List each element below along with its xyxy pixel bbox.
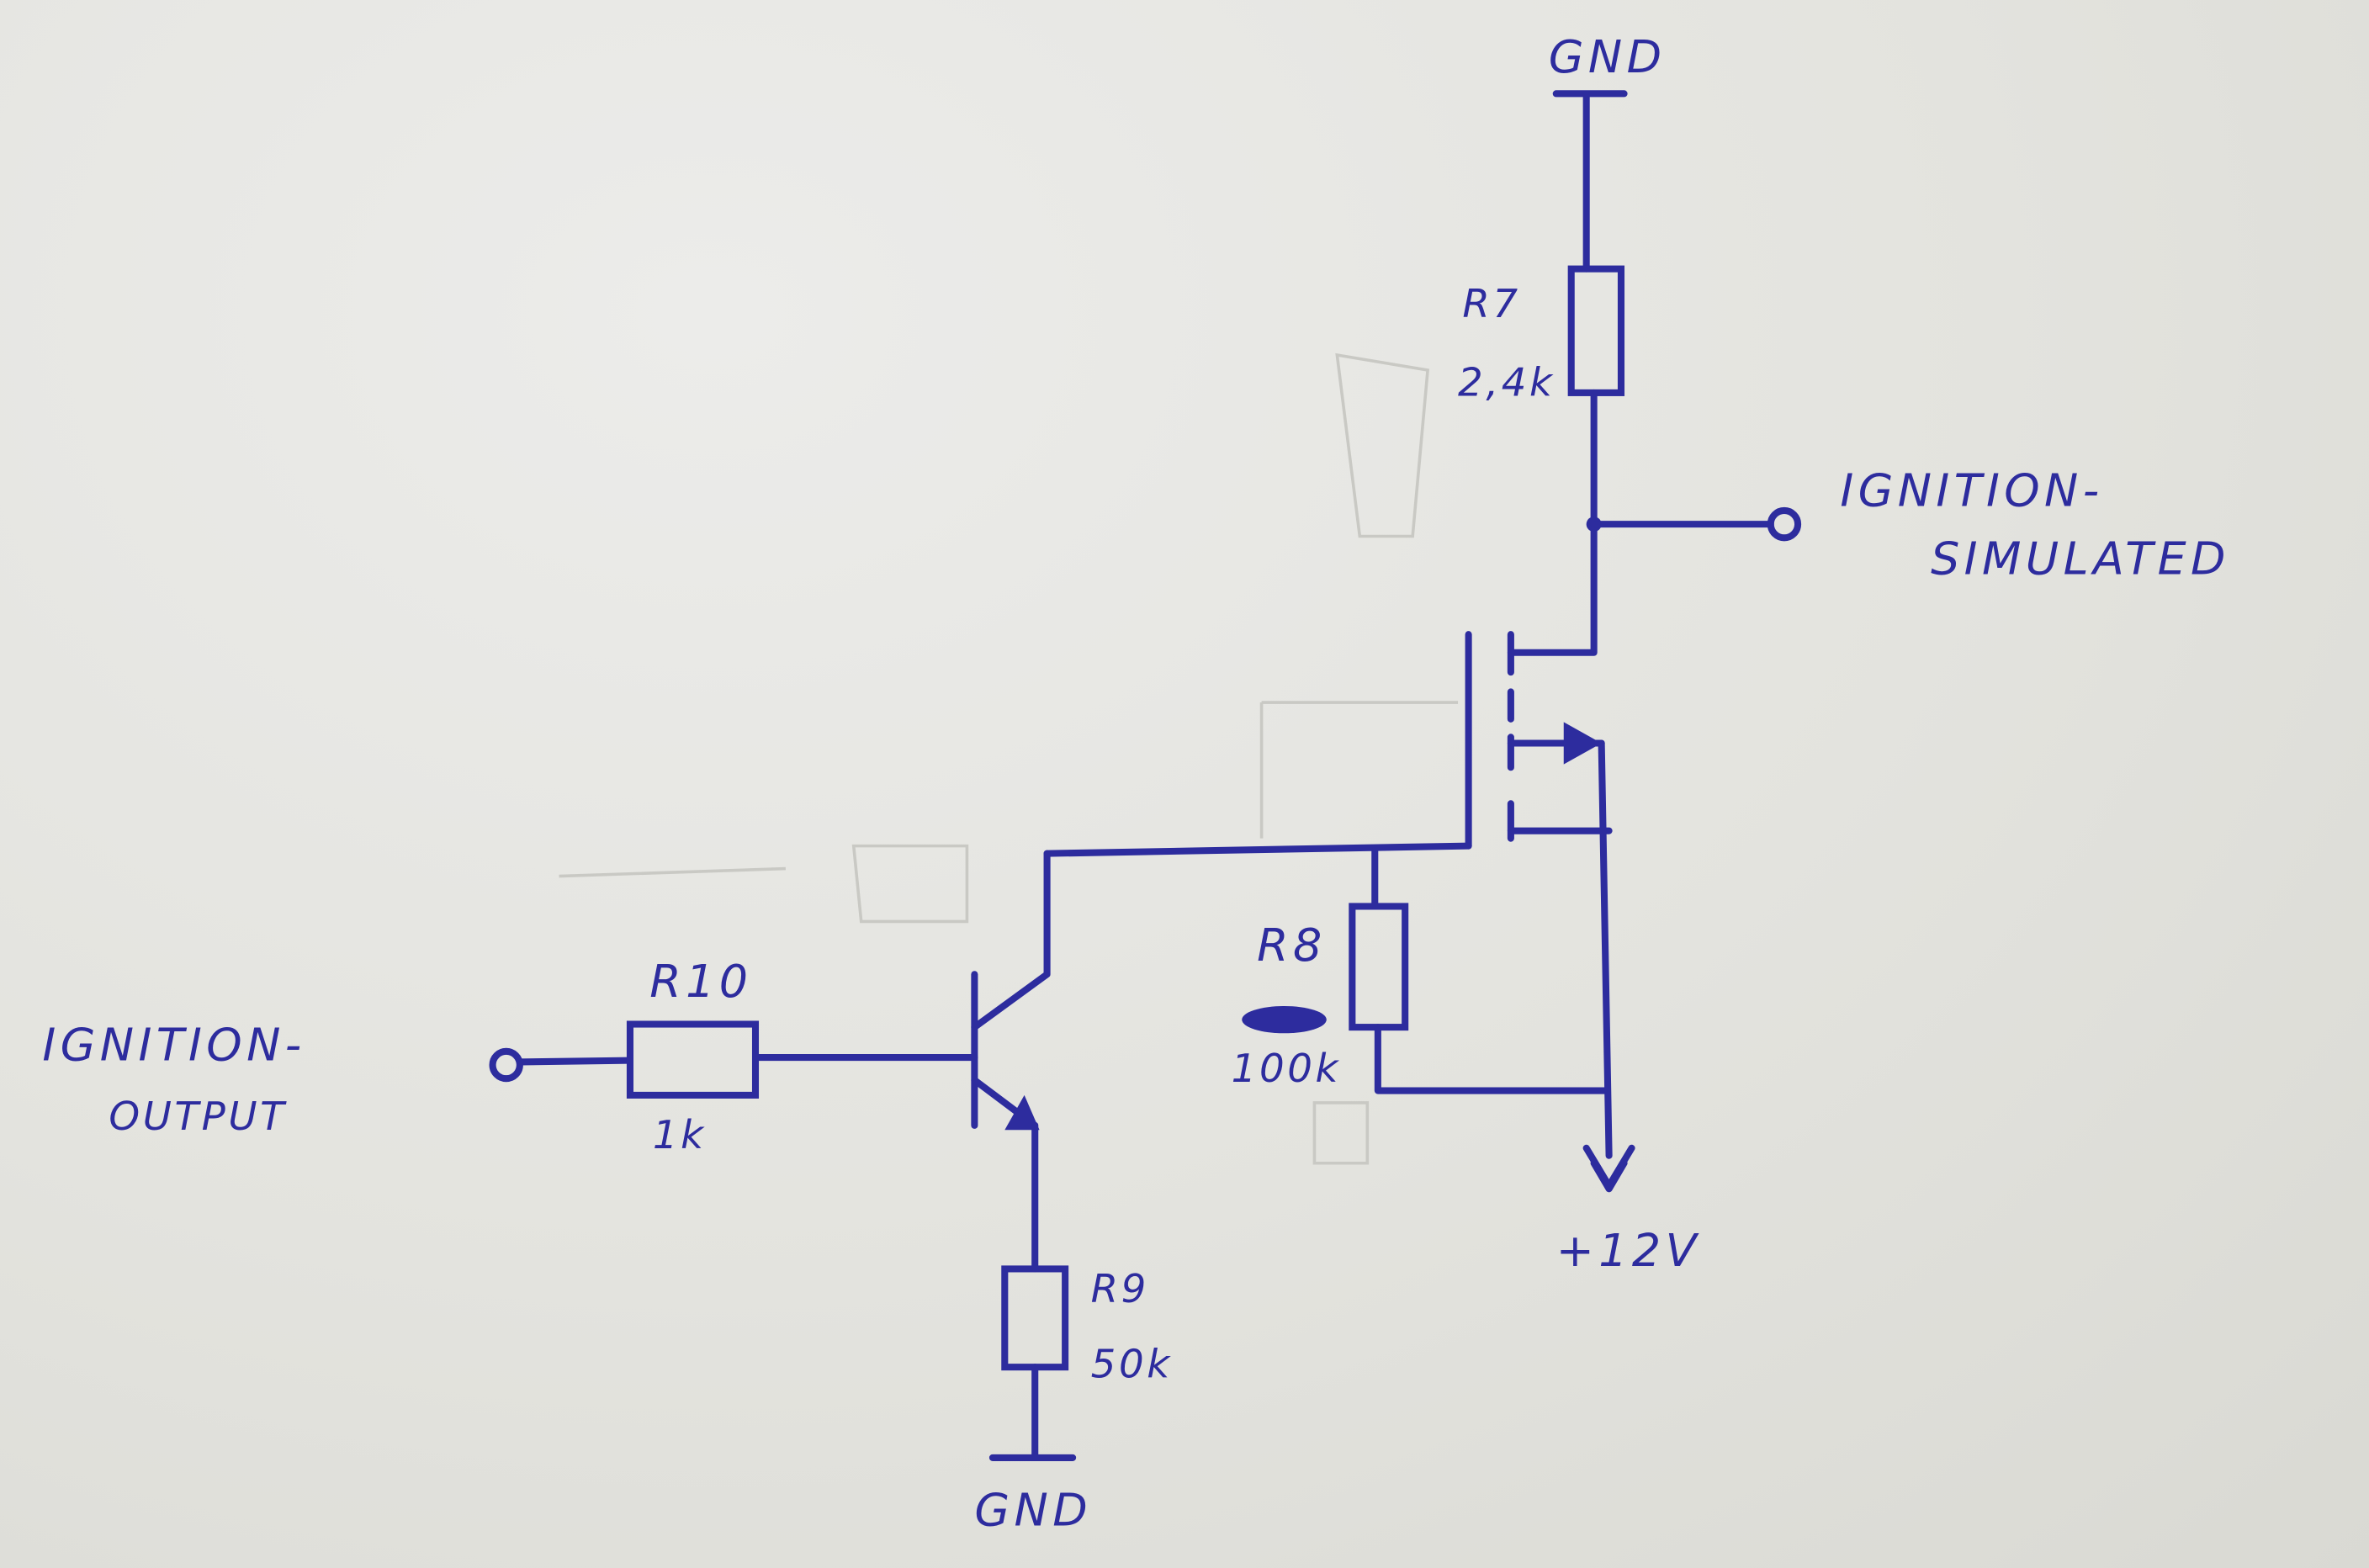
resistor-r9 — [1001, 1265, 1069, 1371]
r10-value: 1k — [653, 1113, 707, 1158]
r8-name: R8 — [1257, 919, 1326, 972]
source-wire — [1598, 739, 1613, 1159]
gnd-bottom-label: GND — [974, 1484, 1092, 1537]
mosfet-arrow-icon — [1563, 722, 1602, 765]
r9-name: R9 — [1091, 1267, 1149, 1312]
gnd-top-symbol — [1552, 90, 1628, 273]
mosfet — [1465, 631, 1613, 850]
supply-label: +12V — [1556, 1224, 1701, 1277]
input-terminal — [489, 1047, 523, 1083]
r7-name: R7 — [1462, 282, 1520, 327]
resistor-r8 — [1349, 903, 1409, 1031]
gnd-top-label: GND — [1549, 30, 1667, 83]
gate-wire — [1043, 842, 1472, 857]
supply-arrow-icon — [1582, 1144, 1635, 1193]
crossed-out-value — [1242, 1005, 1327, 1034]
input-label-line2: OUTPUT — [109, 1094, 287, 1140]
gnd-bottom-symbol — [988, 1364, 1077, 1461]
output-terminal — [1767, 506, 1802, 542]
r10-name: R10 — [649, 955, 752, 1008]
resistor-r7 — [1567, 265, 1625, 396]
drain-wire — [1507, 389, 1598, 656]
emitter-arrow-icon — [1004, 1094, 1040, 1131]
input-label-line1: IGNITION- — [42, 1019, 305, 1072]
npn-transistor — [971, 850, 1051, 1273]
r8-value: 100k — [1232, 1046, 1341, 1092]
output-label-line1: IGNITION- — [1840, 464, 2103, 517]
input-wire — [516, 1053, 978, 1066]
r7-value: 2,4k — [1458, 360, 1555, 405]
r8-bottom-wire — [1374, 1024, 1611, 1094]
resistor-r10 — [626, 1020, 760, 1099]
r9-value: 50k — [1091, 1343, 1173, 1388]
erased-pencil-marks — [559, 352, 1459, 1165]
output-label-line2: SIMULATED — [1931, 532, 2230, 585]
